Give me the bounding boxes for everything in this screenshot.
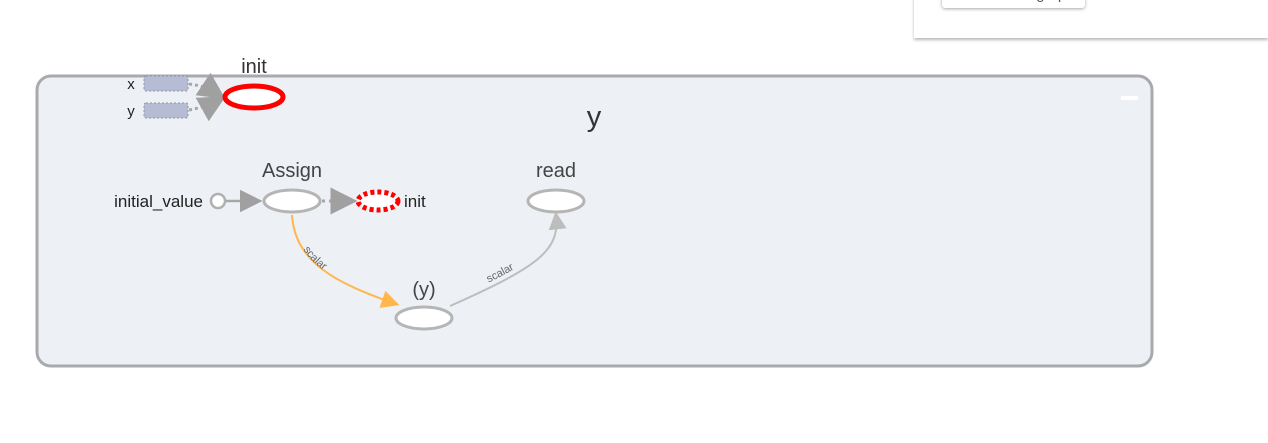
assign-node-label: Assign	[262, 160, 322, 182]
init-ref-node[interactable]	[355, 189, 401, 213]
add-to-main-graph-button[interactable]: Add to main graph	[942, 0, 1085, 8]
read-node[interactable]	[526, 188, 586, 214]
init-node-label: init	[241, 56, 267, 78]
input-y-label: y	[127, 103, 135, 120]
assign-group: Assign init	[262, 160, 426, 215]
read-node-label: read	[536, 160, 576, 182]
assign-node[interactable]	[262, 188, 322, 214]
y-variable-node[interactable]	[394, 305, 454, 331]
edge-x-to-init	[188, 72, 226, 99]
scope-box[interactable]	[35, 74, 1154, 368]
edge-y-to-init	[188, 96, 226, 122]
init-ref-label: init	[404, 192, 426, 211]
collapse-icon[interactable]	[1121, 96, 1138, 100]
external-init-group: init x y	[127, 56, 286, 122]
scope-title: y	[587, 101, 602, 133]
y-variable-label: (y)	[412, 279, 435, 301]
initial-value-node[interactable]	[209, 192, 227, 210]
input-y-node[interactable]	[143, 102, 189, 119]
init-node[interactable]	[222, 83, 286, 111]
read-group: read	[526, 160, 586, 214]
initial-value-label: initial_value	[114, 192, 203, 211]
input-x-node[interactable]	[143, 75, 189, 92]
scope-y[interactable]: y	[35, 74, 1154, 368]
initial-value-group: initial_value	[114, 189, 263, 213]
node-info-card: Add to main graph	[914, 0, 1268, 38]
y-variable-group: (y)	[394, 279, 454, 331]
input-x-label: x	[127, 76, 135, 93]
